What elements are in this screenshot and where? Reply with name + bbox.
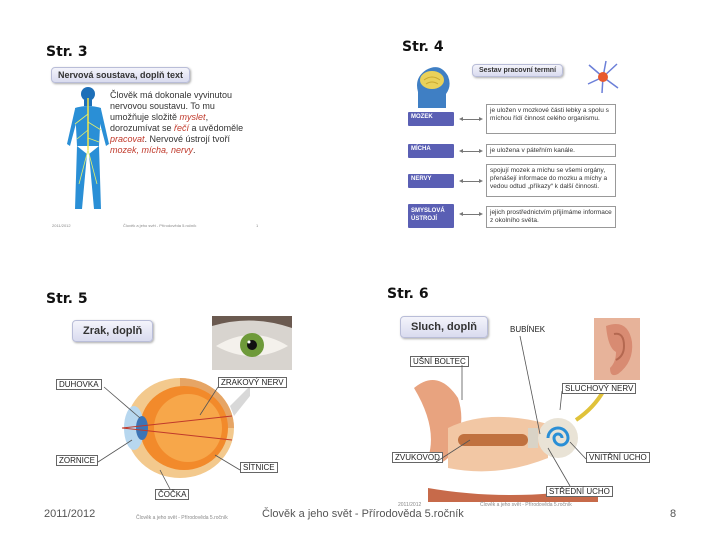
eye-photo	[212, 316, 292, 370]
label-vnitrni-ucho: VNITŘNÍ UCHO	[586, 452, 650, 463]
p3-word-pracovat: pracovat	[110, 134, 145, 144]
page-label-4: Str. 4	[402, 39, 444, 55]
p3-word-myslet: myslet	[179, 112, 206, 122]
outer-ear-photo	[594, 318, 640, 380]
arrow-icon	[459, 117, 483, 121]
label-duhovka: DUHOVKA	[56, 379, 102, 390]
p3-text-2: , dorozumívat se	[110, 112, 209, 133]
p3-small-page: 1	[256, 223, 258, 228]
p3-text-4: . Nervové ústrojí tvoří	[144, 134, 231, 144]
term-smyslova-ustroji: SMYSLOVÁ ÚSTROJÍ	[408, 204, 454, 228]
footer-year: 2011/2012	[44, 508, 96, 520]
p3-word-organs: mozek, mícha, nervy	[110, 145, 194, 155]
def-nervy: spojují mozek a míchu se všemi orgány, p…	[486, 164, 616, 197]
def-smyslova-ustroji: jejich prostřednictvím přijímáme informa…	[486, 206, 616, 228]
neuron-icon	[587, 60, 619, 94]
p4-banner: Sestav pracovní termní	[472, 64, 564, 77]
def-mozek: je uložen v mozkové části lebky a spolu …	[486, 104, 616, 134]
label-sluchovy-nerv: SLUCHOVÝ NERV	[562, 383, 637, 394]
p6-banner: Sluch, doplň	[400, 316, 488, 338]
page-label-5: Str. 5	[46, 291, 88, 307]
eye-diagram	[121, 378, 250, 478]
p3-text: Člověk má dokonale vyvinutou nervovou so…	[110, 90, 255, 156]
p3-text-3: a uvědoměle	[189, 123, 244, 133]
label-zrakovy-nerv: ZRAKOVÝ NERV	[218, 377, 287, 388]
label-cocka: ČOČKA	[155, 489, 190, 500]
def-micha: je uložena v páteřním kanále.	[486, 144, 616, 157]
p3-word-reci: řečí	[174, 123, 190, 133]
head-brain-figure	[417, 67, 450, 108]
label-usni-boltec: UŠNÍ BOLTEC	[410, 356, 469, 367]
footer-page-number: 8	[670, 508, 677, 520]
p3-small-caption: Člověk a jeho svět - Přírodověda 5.roční…	[123, 223, 197, 228]
footer-title: Člověk a jeho svět - Přírodověda 5.roční…	[262, 508, 464, 520]
term-nervy: NERVY	[408, 174, 454, 188]
p6-small-year: 2011/2012	[398, 502, 422, 508]
page-label-3: Str. 3	[46, 44, 88, 60]
label-zornice: ZORNICE	[56, 455, 98, 466]
page-label-6: Str. 6	[387, 286, 429, 302]
term-mozek: MOZEK	[408, 112, 454, 126]
p3-text-5: .	[193, 145, 196, 155]
p5-banner: Zrak, doplň	[72, 320, 154, 342]
label-bubinek: BUBÍNEK	[508, 325, 548, 334]
nervous-system-figure	[67, 87, 109, 209]
p3-banner: Nervová soustava, doplň text	[51, 67, 191, 83]
p3-text-1: Člověk má dokonale vyvinutou nervovou so…	[110, 90, 233, 122]
term-micha: MÍCHA	[408, 144, 454, 158]
p6-small-caption: Člověk a jeho svět - Přírodověda 5.roční…	[480, 502, 572, 508]
p5-small-caption: Člověk a jeho svět - Přírodověda 5.roční…	[136, 515, 228, 521]
p3-small-year: 2011/2012	[52, 223, 71, 228]
arrow-icon	[459, 179, 483, 183]
panel-page-3: Nervová soustava, doplň text Člověk má d…	[48, 62, 258, 232]
arrow-icon	[459, 212, 483, 216]
label-sitnice: SÍTNICE	[240, 462, 278, 473]
arrow-icon	[459, 149, 483, 153]
label-stredni-ucho: STŘEDNÍ UCHO	[546, 486, 613, 497]
